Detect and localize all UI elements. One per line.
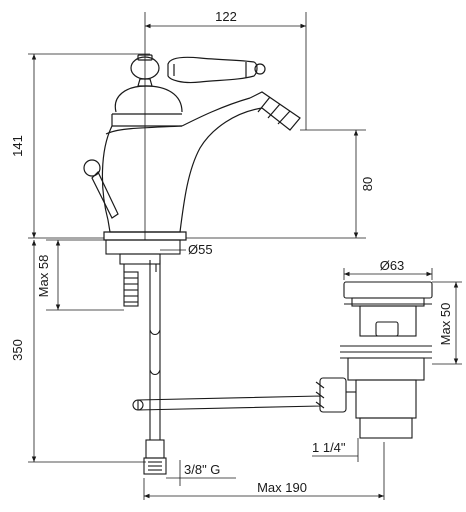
dim-hose-length: 350 (10, 339, 25, 361)
dim-spout-height: 80 (360, 177, 375, 191)
dim-max-rod-length: Max 190 (257, 480, 307, 495)
dim-overall-height: 141 (10, 135, 25, 157)
dim-drain-max-depth: Max 50 (438, 303, 453, 346)
dimension-lines (28, 12, 462, 500)
faucet-body (83, 54, 301, 241)
dim-drain-thread: 1 1/4" (312, 440, 346, 455)
dim-drain-flange-diameter: Ø63 (380, 258, 405, 273)
dim-max-deck-thickness: Max 58 (36, 255, 51, 298)
dim-base-diameter: Ø55 (188, 242, 213, 257)
dim-inlet-thread: 3/8" G (184, 462, 220, 477)
drain-assembly (315, 281, 433, 439)
dim-overall-width: 122 (215, 9, 237, 24)
mounting-assembly (105, 239, 321, 475)
